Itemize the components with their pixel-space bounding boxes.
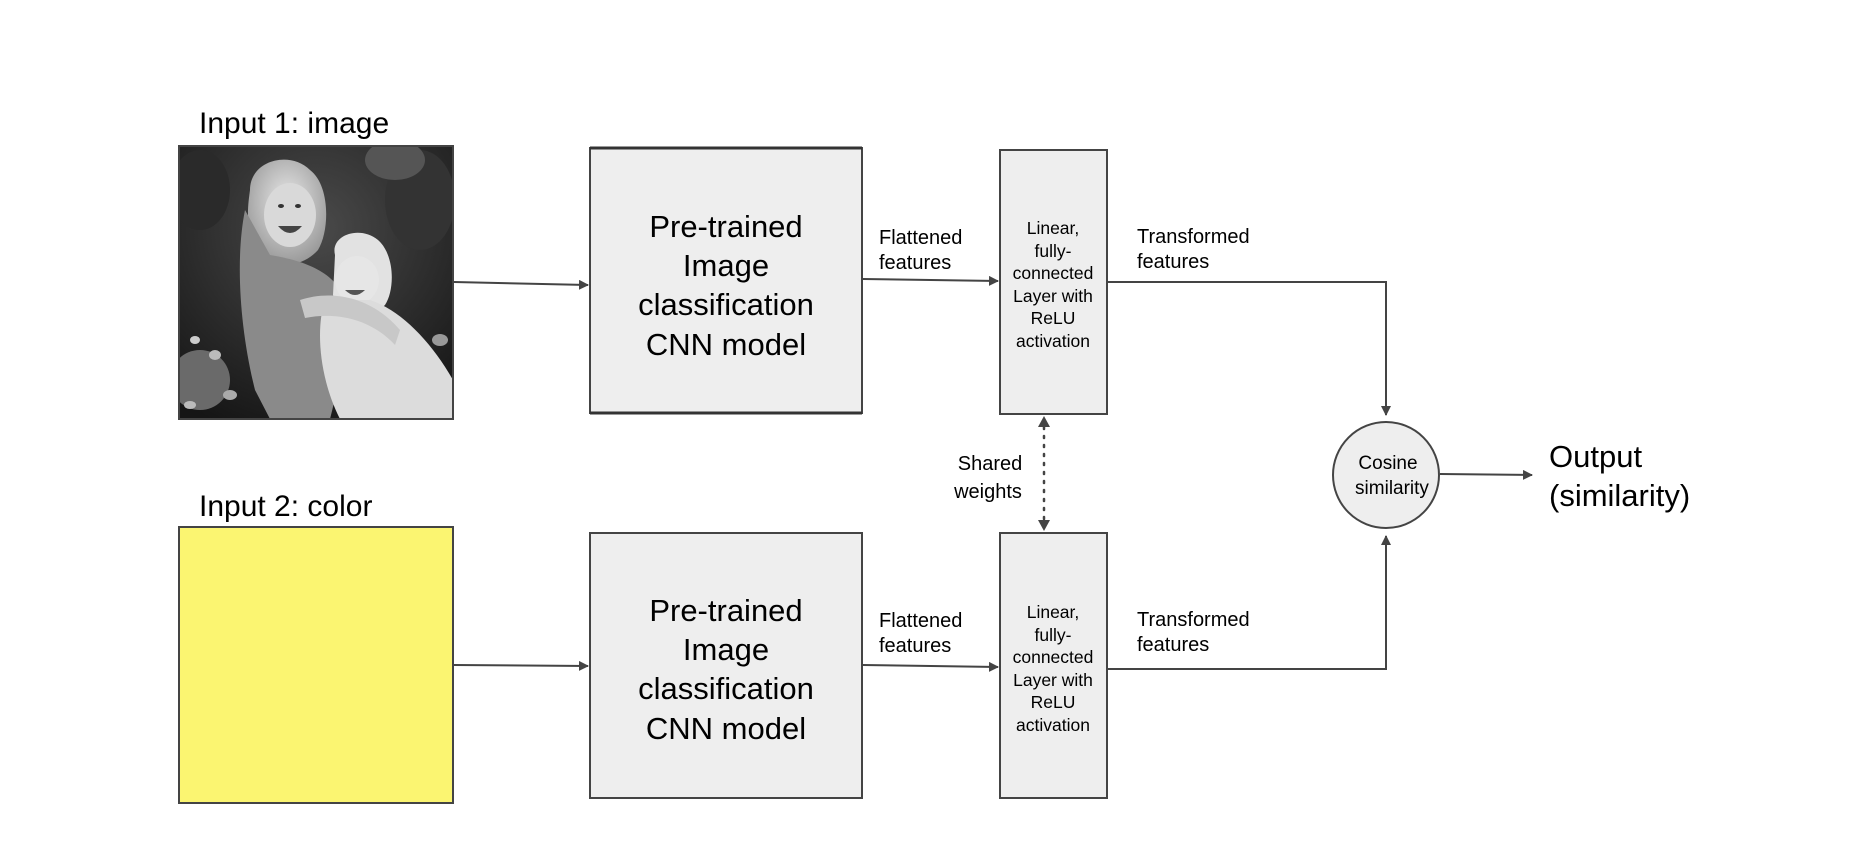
input-1-title: Input 1: image	[199, 107, 389, 140]
fc-layer-box-bottom: Linear, fully- connected Layer with ReLU…	[999, 532, 1108, 799]
fc-top-line-3: connected	[1013, 263, 1094, 283]
cnn-top-line-2: Image	[683, 248, 769, 283]
input-1-photo	[179, 146, 453, 419]
transformed-label-top-1: Transformed	[1137, 226, 1250, 248]
input-2-title: Input 2: color	[199, 490, 372, 523]
fc-top-line-5: ReLU	[1031, 308, 1076, 328]
arrow-cosine-to-output	[1439, 469, 1533, 480]
shared-weights-label-1: Shared	[958, 453, 1023, 475]
shared-weights-label-2: weights	[953, 481, 1022, 503]
fc-bottom-line-2: fully-	[1035, 625, 1072, 645]
cosine-similarity-node: Cosine similarity	[1332, 421, 1440, 529]
cnn-bottom-line-3: classification	[638, 671, 814, 706]
cosine-label-1: Cosine	[1358, 453, 1417, 474]
fc-bottom-line-4: Layer with	[1013, 670, 1093, 690]
fc-top-line-2: fully-	[1035, 241, 1072, 261]
flattened-label-bottom-1: Flattened	[879, 610, 962, 632]
fc-bottom-line-5: ReLU	[1031, 692, 1076, 712]
cnn-model-box-bottom: Pre-trained Image classification CNN mod…	[589, 532, 863, 799]
output-label-1: Output	[1549, 439, 1642, 474]
arrow-fc1-to-cosine	[1108, 281, 1391, 416]
transformed-label-top-2: features	[1137, 251, 1209, 273]
shared-weights-arrowhead-up	[1038, 416, 1050, 427]
arrow-cnn1-to-fc	[862, 275, 999, 286]
arrow-fc2-to-cosine	[1108, 535, 1391, 670]
transformed-label-bottom-1: Transformed	[1137, 609, 1250, 631]
cnn-top-line-4: CNN model	[646, 327, 806, 362]
fc-bottom-line-1: Linear,	[1027, 602, 1080, 622]
fc-top-line-4: Layer with	[1013, 286, 1093, 306]
cnn-model-box-top: Pre-trained Image classification CNN mod…	[589, 146, 863, 415]
cnn-top-line-1: Pre-trained	[649, 209, 802, 244]
flattened-label-bottom-2: features	[879, 635, 951, 657]
shared-weights-arrowhead-down	[1038, 520, 1050, 531]
cnn-bottom-line-2: Image	[683, 632, 769, 667]
fc-bottom-line-6: activation	[1016, 715, 1090, 735]
output-label-2: (similarity)	[1549, 478, 1690, 513]
input-1-frame	[178, 145, 454, 420]
fc-top-line-1: Linear,	[1027, 218, 1080, 238]
flattened-label-top-2: features	[879, 252, 951, 274]
cosine-label-2: similarity	[1355, 478, 1429, 499]
fc-bottom-line-3: connected	[1013, 647, 1094, 667]
arrow-input1-to-cnn	[453, 279, 589, 290]
cnn-top-line-3: classification	[638, 287, 814, 322]
fc-layer-box-top: Linear, fully- connected Layer with ReLU…	[999, 149, 1108, 415]
input-2-color-swatch	[178, 526, 454, 804]
fc-top-line-6: activation	[1016, 331, 1090, 351]
arrow-cnn2-to-fc	[862, 661, 999, 672]
arrow-input2-to-cnn	[453, 660, 589, 671]
flattened-label-top-1: Flattened	[879, 227, 962, 249]
cnn-bottom-line-1: Pre-trained	[649, 593, 802, 628]
transformed-label-bottom-2: features	[1137, 634, 1209, 656]
cnn-bottom-line-4: CNN model	[646, 711, 806, 746]
